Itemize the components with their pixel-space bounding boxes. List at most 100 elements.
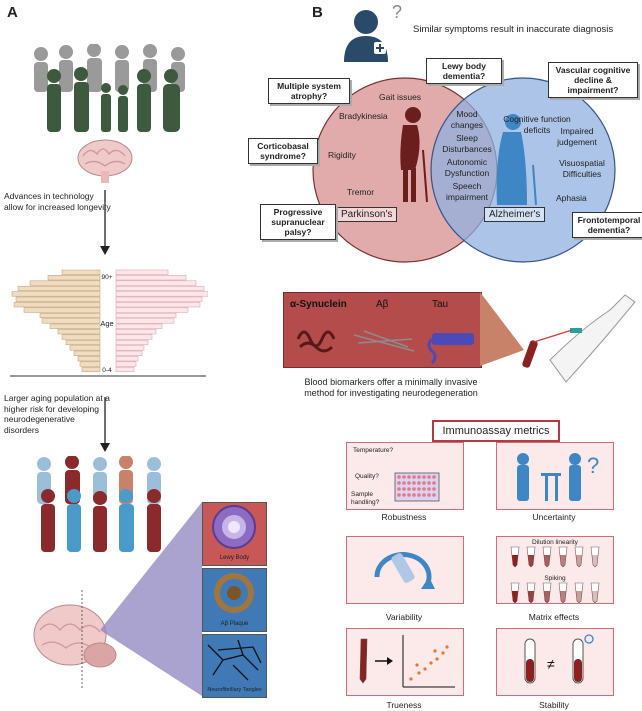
- risk-text: Larger aging population at a higher risk…: [4, 393, 110, 435]
- scatter-plot-icon: [359, 635, 455, 688]
- pyramid-bar-left: [15, 296, 101, 302]
- symptom-tremor: Tremor: [347, 187, 375, 197]
- robustness-note-temperature: Temperature?: [353, 447, 394, 454]
- symptom-mood: Mood changes: [450, 109, 484, 130]
- pyramid-bar-left: [73, 350, 101, 356]
- pyramid-bar-right: [115, 318, 175, 324]
- svg-text:?: ?: [392, 2, 402, 22]
- plate-well: [427, 475, 431, 479]
- pyramid-bar-left: [81, 366, 101, 373]
- symptom-rigidity: Rigidity: [328, 150, 356, 160]
- plate-well: [407, 493, 411, 497]
- pyramid-bar-right: [115, 356, 139, 362]
- plate-well: [407, 487, 411, 491]
- biomarker-caption: Blood biomarkers offer a minimally invas…: [304, 377, 478, 398]
- pyramid-bar-left: [13, 302, 101, 308]
- plate-well: [422, 475, 426, 479]
- pyramid-bar-left: [77, 356, 101, 362]
- svg-text:?: ?: [587, 453, 599, 478]
- parkinsons-title: Parkinson's: [336, 207, 398, 222]
- panel-b-label: B: [312, 4, 323, 21]
- plate-well: [422, 493, 426, 497]
- callout-msa: Multiple system atrophy?: [268, 78, 350, 104]
- plate-well: [402, 475, 406, 479]
- pyramid-bar-left: [65, 339, 101, 346]
- plate-well: [397, 475, 401, 479]
- sample-tube-fill: [592, 591, 598, 603]
- crowd-illustration: [34, 44, 185, 132]
- sample-tube-fill: [528, 591, 534, 603]
- pyramid-bar-left: [61, 334, 101, 340]
- plate-well: [397, 487, 401, 491]
- trueness-box: [346, 628, 464, 696]
- plate-well: [422, 487, 426, 491]
- plate-well: [407, 481, 411, 485]
- pyramid-bar-left: [57, 329, 101, 335]
- robustness-note-handling: Sample handling?: [351, 491, 380, 506]
- pyramid-bar-right: [115, 312, 177, 319]
- sample-tube-fill: [560, 591, 566, 603]
- tangles-box: Neurofibrillary Tangles: [202, 634, 267, 698]
- plate-well: [407, 475, 411, 479]
- biomarker-panel: α-Synuclein Aβ Tau: [283, 292, 482, 368]
- matrix-effects-label: Matrix effects: [528, 612, 580, 622]
- sample-tube-fill: [560, 555, 566, 567]
- plate-well: [417, 487, 421, 491]
- pyramid-bar-right: [115, 339, 149, 346]
- pyramid-bar-right: [115, 275, 187, 281]
- plate-well: [427, 481, 431, 485]
- robustness-note-quality: Quality?: [355, 473, 379, 480]
- alzheimers-title: Alzheimer's: [484, 207, 546, 222]
- lewy-body-icon: [212, 505, 256, 549]
- spiking-label: Spiking: [544, 575, 566, 582]
- sample-tube-fill: [576, 591, 582, 603]
- plate-icon: [394, 472, 440, 502]
- plate-well: [397, 493, 401, 497]
- plate-well: [412, 487, 416, 491]
- pipette-cycle-icon: [374, 552, 435, 589]
- down-arrow-icon: [100, 190, 110, 255]
- symptom-autonomic: Autonomic Dysfunction: [444, 157, 490, 178]
- pyramid-bar-left: [61, 269, 101, 275]
- pyramid-bar-left: [49, 323, 101, 329]
- tubes-icon: [510, 546, 600, 603]
- ab-plaque-icon: [214, 573, 254, 613]
- population-pyramid: [10, 269, 208, 377]
- symptom-speech: Speech impairment: [445, 181, 489, 202]
- plate-well: [417, 481, 421, 485]
- plate-well: [432, 487, 436, 491]
- sample-tube: [574, 546, 584, 568]
- sample-tube: [590, 546, 600, 568]
- pyramid-bar-right: [115, 345, 145, 351]
- sample-tube-fill: [576, 555, 582, 567]
- sample-tube-fill: [544, 591, 550, 603]
- symptom-visuospatial: Visuospatial Difficulties: [559, 158, 605, 179]
- pyramid-bar-right: [115, 334, 153, 340]
- doctor-icon: ?: [344, 2, 402, 62]
- pyramid-bar-right: [115, 323, 163, 329]
- callout-lewy: Lewy body dementia?: [426, 58, 502, 84]
- pyramid-bar-right: [115, 366, 135, 373]
- pyramid-bar-left: [79, 361, 101, 367]
- panel-a-label: A: [7, 4, 18, 21]
- plate-well: [412, 493, 416, 497]
- pyramid-bar-right: [115, 269, 169, 275]
- sample-tube-fill: [512, 555, 518, 567]
- pyramid-age-label: Age: [100, 319, 114, 328]
- pyramid-bottom-label: 0-4: [102, 367, 112, 374]
- callout-vascular: Vascular cognitive decline & impairment?: [548, 62, 638, 98]
- sample-tube-fill: [528, 555, 534, 567]
- stability-label: Stability: [539, 700, 569, 710]
- symptom-bradykinesia: Bradykinesia: [339, 111, 388, 121]
- variability-label: Variability: [385, 612, 423, 622]
- stability-tubes-icon: ≠: [524, 634, 594, 684]
- lewy-body-box: Lewy Body: [202, 502, 267, 566]
- callout-ftd: Frontotemporal dementia?: [572, 212, 642, 238]
- brain-icon: [77, 139, 133, 183]
- plate-well: [417, 475, 421, 479]
- pyramid-bar-right: [115, 296, 203, 302]
- stability-box: ≠: [496, 628, 614, 696]
- callout-psp: Progressive supranuclear palsy?: [260, 204, 336, 240]
- pyramid-bar-right: [115, 329, 157, 335]
- svg-text:≠: ≠: [547, 656, 555, 672]
